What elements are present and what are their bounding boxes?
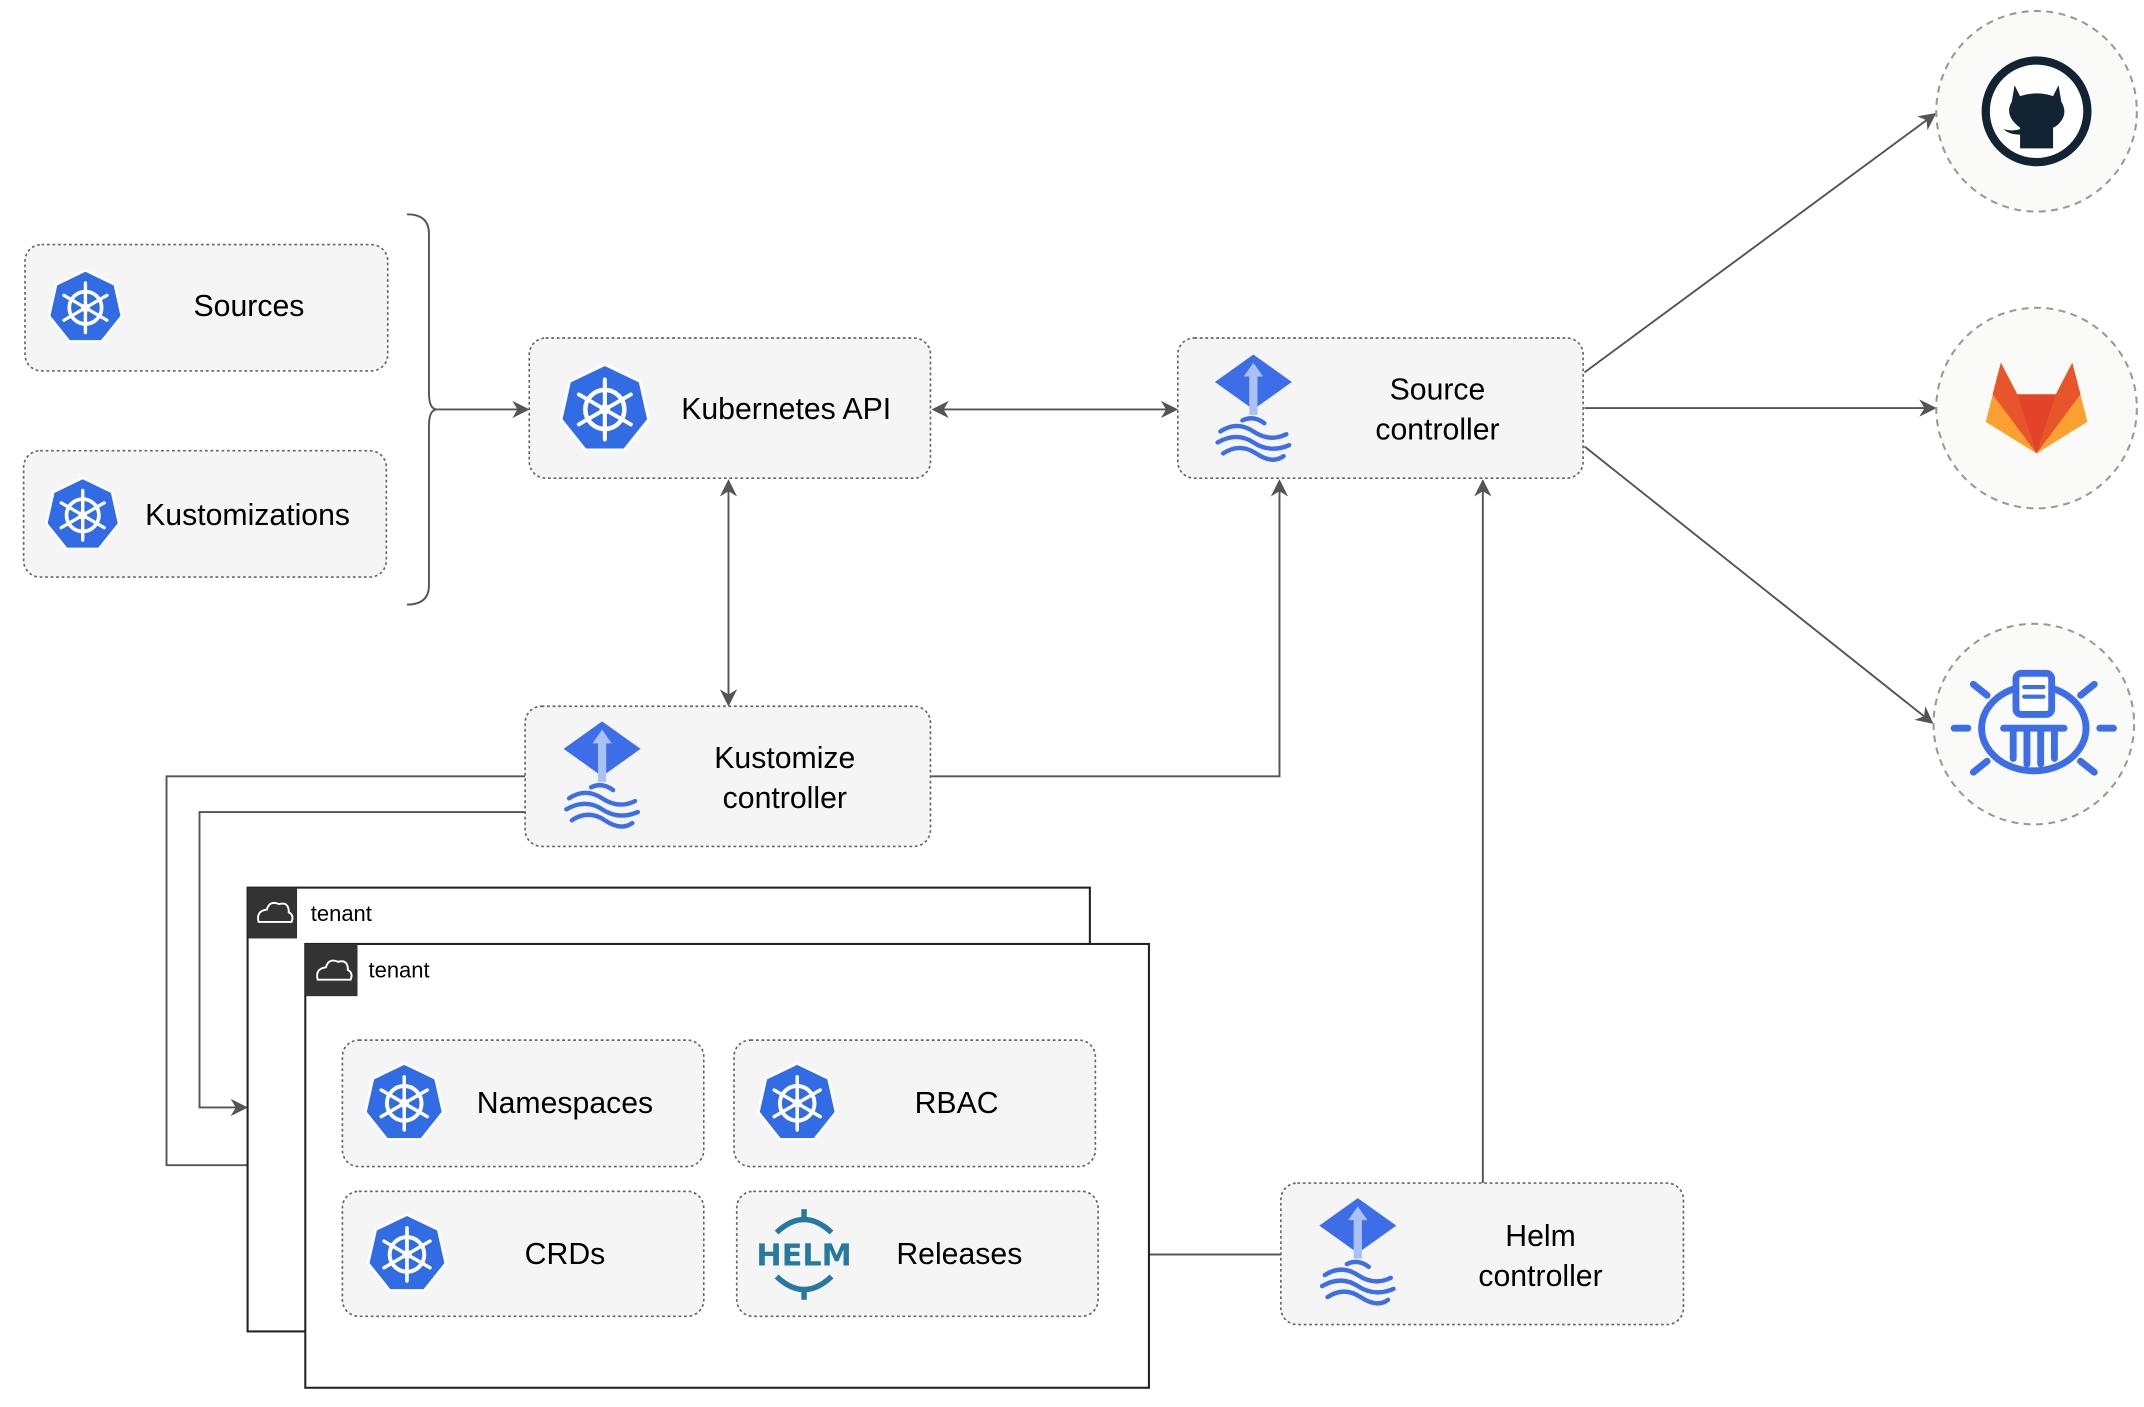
tenant-label: tenant: [369, 958, 430, 983]
releases-label: Releases: [896, 1238, 1022, 1271]
kustomize-controller-node[interactable]: Kustomize controller: [524, 705, 932, 848]
kustomizations-label: Kustomizations: [145, 499, 350, 532]
source-controller-label-line1: Source: [1390, 374, 1486, 407]
github-source[interactable]: [1935, 9, 2138, 213]
kubernetes-api-label: Kubernetes API: [681, 393, 891, 426]
kustomize-controller-label-line2: controller: [723, 782, 847, 815]
helm-icon-text: HELM: [756, 1238, 851, 1273]
helm-controller-label-line2: controller: [1478, 1260, 1602, 1293]
namespaces-node[interactable]: Namespaces: [341, 1039, 705, 1168]
kustomize-controller-label-line1: Kustomize: [714, 742, 855, 775]
rbac-label: RBAC: [915, 1087, 999, 1120]
crds-node[interactable]: CRDs: [341, 1190, 705, 1318]
sources-label: Sources: [194, 290, 305, 323]
gitlab-icon: [1985, 362, 2088, 454]
kustomizations-node[interactable]: Kustomizations: [22, 449, 388, 578]
edge-source-to-bucket: [1583, 445, 1934, 724]
bucket-icon: [1950, 669, 2117, 776]
helm-controller-node[interactable]: Helm controller: [1280, 1182, 1685, 1326]
tenant-label: tenant: [311, 901, 372, 926]
rbac-node[interactable]: RBAC: [733, 1039, 1097, 1168]
brace: [406, 213, 438, 606]
edge-kustomize-to-tenant-1: [198, 811, 526, 1117]
crds-label: CRDs: [525, 1238, 606, 1271]
releases-node[interactable]: HELM Releases: [735, 1190, 1099, 1318]
helm-icon: HELM: [756, 1209, 852, 1300]
edges: [165, 113, 1937, 1264]
gitlab-source[interactable]: [1935, 306, 2138, 510]
github-icon: [1981, 56, 2092, 167]
bucket-source[interactable]: [1932, 622, 2136, 826]
edge-source-to-github: [1583, 113, 1937, 374]
tenant-group-2[interactable]: tenant Namespaces RBAC CRDs HELM Release…: [304, 942, 1150, 1389]
cloud-icon: [316, 959, 353, 981]
kubernetes-api-node[interactable]: Kubernetes API: [528, 337, 932, 479]
source-controller-node[interactable]: Source controller: [1176, 337, 1584, 479]
edge-kustomize-to-source: [930, 479, 1289, 778]
sources-node[interactable]: Sources: [24, 243, 389, 372]
cloud-icon: [257, 901, 294, 923]
source-controller-label-line2: controller: [1375, 414, 1499, 447]
edge-kustomize-to-tenant-2: [165, 775, 526, 1174]
namespaces-label: Namespaces: [477, 1087, 653, 1120]
helm-controller-label-line1: Helm: [1505, 1220, 1576, 1253]
